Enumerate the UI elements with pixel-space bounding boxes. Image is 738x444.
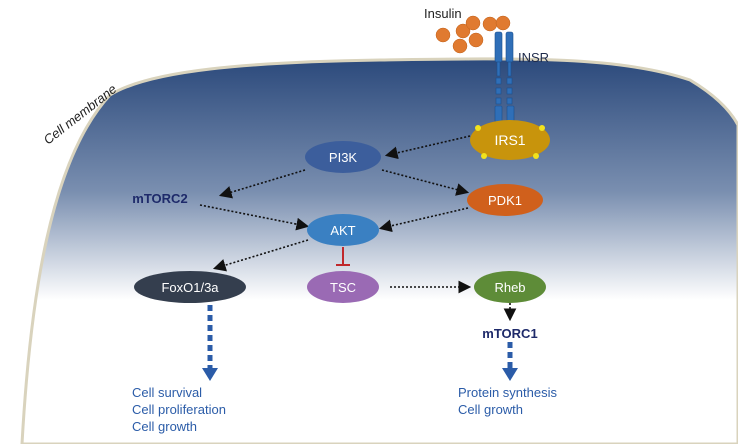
node-rheb: Rheb	[474, 271, 546, 303]
inhibition-akt-tsc	[336, 247, 350, 266]
insulin-label: Insulin	[424, 6, 462, 21]
insr-receptor	[494, 31, 515, 123]
cell-body	[20, 57, 738, 444]
arrow-akt-foxo	[212, 239, 309, 272]
arrow-pi3k-mtorc2	[218, 169, 306, 199]
node-foxo: FoxO1/3a	[134, 271, 246, 303]
svg-text:PI3K: PI3K	[329, 150, 358, 165]
outcome-right-1: Protein synthesis	[458, 385, 557, 400]
svg-text:FoxO1/3a: FoxO1/3a	[161, 280, 219, 295]
svg-text:Rheb: Rheb	[494, 280, 525, 295]
mtorc1-label: mTORC1	[482, 326, 537, 341]
node-irs1: IRS1	[470, 120, 550, 160]
mtorc2-label: mTORC2	[132, 191, 187, 206]
node-pi3k: PI3K	[305, 141, 381, 173]
arrowhead-foxo	[202, 368, 218, 381]
outcome-left-2: Cell proliferation	[132, 402, 226, 417]
svg-text:PDK1: PDK1	[488, 193, 522, 208]
svg-text:TSC: TSC	[330, 280, 356, 295]
arrow-pdk1-akt	[378, 207, 469, 233]
node-pdk1: PDK1	[467, 184, 543, 216]
outcome-left-3: Cell growth	[132, 419, 197, 434]
outcome-left-1: Cell survival	[132, 385, 202, 400]
node-tsc: TSC	[307, 271, 379, 303]
arrowhead-mtorc1	[502, 368, 518, 381]
node-akt: AKT	[307, 214, 379, 246]
svg-text:AKT: AKT	[330, 223, 355, 238]
outcome-right-2: Cell growth	[458, 402, 523, 417]
insulin-molecules	[435, 15, 511, 54]
arrow-pi3k-pdk1	[381, 169, 470, 196]
svg-text:IRS1: IRS1	[494, 132, 525, 148]
insr-label: INSR	[518, 50, 549, 65]
